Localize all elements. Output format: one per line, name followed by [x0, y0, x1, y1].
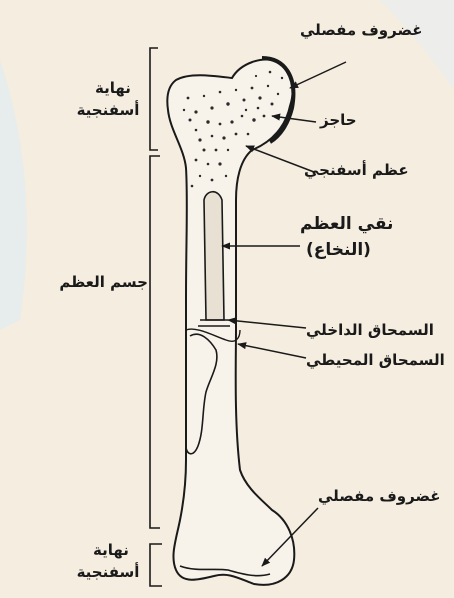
- label-spongy-bone: عظم أسفنجي: [304, 160, 409, 180]
- label-diaphysis: جسم العظم: [62, 272, 148, 292]
- label-periosteum: السمحاق المحيطي: [306, 350, 445, 370]
- bracket-epiphysis-top: [150, 48, 158, 150]
- pointer-articular-top: [290, 62, 346, 88]
- bracket-epiphysis-bottom: [150, 544, 162, 586]
- label-articular-cartilage-top: غضروف مفصلي: [300, 20, 423, 40]
- pointer-periosteum: [238, 344, 306, 358]
- label-epiphysis-bottom-line2: أسفنجية: [70, 562, 146, 582]
- bracket-diaphysis: [150, 156, 160, 528]
- medullary-cavity: [204, 192, 224, 320]
- label-epiphysis-bottom-line1: نهاية: [76, 540, 146, 560]
- label-marrow-line1: نقي العظم: [300, 214, 393, 234]
- label-epiphysis-top-line2: أسفنجية: [70, 100, 146, 120]
- label-endosteum: السمحاق الداخلي: [306, 320, 434, 340]
- label-epiphyseal-plate: حاجز: [320, 110, 357, 130]
- label-marrow-line2: (النخاع): [306, 240, 371, 260]
- label-epiphysis-top-line1: نهاية: [78, 78, 148, 98]
- pointer-endosteum: [228, 320, 306, 328]
- label-articular-cartilage-bottom: غضروف مفصلي: [318, 486, 441, 506]
